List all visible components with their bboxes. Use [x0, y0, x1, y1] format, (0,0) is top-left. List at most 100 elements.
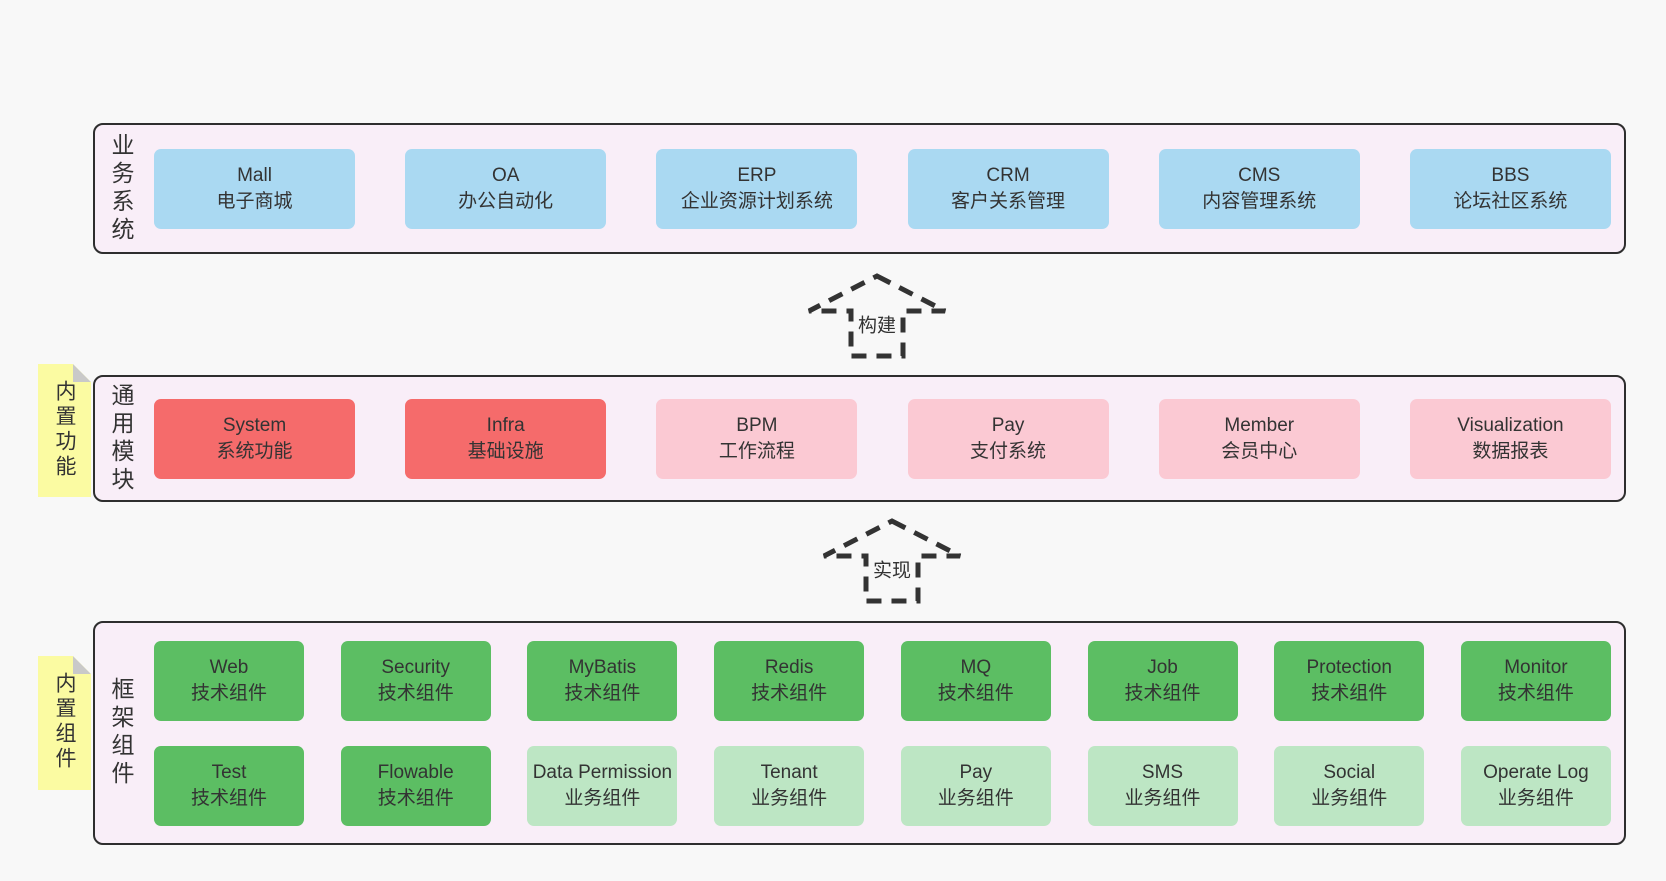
box-name: Mall: [237, 165, 272, 187]
box-flowable: Flowable 技术组件: [340, 745, 491, 826]
box-name: Social: [1323, 762, 1376, 784]
box-desc: 技术组件: [564, 682, 641, 704]
box-desc: 技术组件: [937, 682, 1014, 704]
box-security: Security 技术组件: [340, 640, 491, 721]
build-arrow: 构建: [806, 273, 948, 359]
box-mall: Mall 电子商城: [154, 148, 355, 229]
box-name: OA: [491, 165, 520, 187]
layer-title-common-modules: 通用模块: [108, 382, 134, 495]
box-desc: 论坛社区系统: [1453, 190, 1568, 212]
box-oa: OA 办公自动化: [405, 148, 607, 229]
box-name: Monitor: [1504, 657, 1568, 679]
box-name: Pay: [991, 415, 1025, 437]
box-desc: 技术组件: [1311, 682, 1388, 704]
box-name: Infra: [486, 415, 525, 437]
box-crm: CRM 客户关系管理: [907, 148, 1109, 229]
box-name: MyBatis: [568, 657, 637, 679]
folded-corner-icon: [73, 364, 91, 382]
box-protection: Protection 技术组件: [1274, 640, 1425, 721]
box-desc: 电子商城: [216, 190, 293, 212]
box-name: Pay: [959, 762, 993, 784]
box-name: Flowable: [377, 762, 454, 784]
sticky-note-built-in-components: 内置组件: [38, 656, 91, 790]
box-name: Web: [209, 657, 249, 679]
box-name: Data Permission: [532, 762, 673, 784]
box-desc: 会员中心: [1221, 440, 1298, 462]
implement-arrow: 实现: [821, 518, 963, 604]
box-infra: Infra 基础设施: [405, 398, 607, 479]
box-name: ERP: [737, 165, 777, 187]
box-desc: 业务组件: [937, 787, 1014, 809]
box-desc: 工作流程: [718, 440, 795, 462]
box-name: Job: [1147, 657, 1178, 679]
box-name: SMS: [1141, 762, 1184, 784]
box-name: Test: [211, 762, 247, 784]
layer-title-framework-components: 框架组件: [108, 677, 134, 789]
box-job: Job 技术组件: [1087, 640, 1238, 721]
box-desc: 技术组件: [1124, 682, 1201, 704]
box-grid: Mall 电子商城 OA 办公自动化 ERP 企业资源计划系统 CRM 客户关系管理 CMS 内容…: [154, 125, 1611, 252]
box-desc: 基础设施: [467, 440, 544, 462]
box-desc: 技术组件: [377, 787, 454, 809]
box-row: Test 技术组件 Flowable 技术组件 Data Permission 业务组件 T…: [154, 745, 1611, 826]
box-name: Visualization: [1457, 415, 1564, 437]
sticky-note-text: 内置组件: [53, 672, 76, 772]
box-name: CRM: [986, 165, 1030, 187]
box-cms: CMS 内容管理系统: [1158, 148, 1360, 229]
box-desc: 业务组件: [1124, 787, 1201, 809]
box-name: Operate Log: [1483, 762, 1589, 784]
box-desc: 技术组件: [190, 682, 267, 704]
dashed-up-arrow-icon: [807, 273, 947, 359]
box-bpm: BPM 工作流程: [656, 398, 858, 479]
sticky-note-text: 内置功能: [53, 380, 76, 480]
box-data-permission: Data Permission 业务组件: [527, 745, 678, 826]
box-test: Test 技术组件: [154, 745, 304, 826]
box-name: Redis: [764, 657, 814, 679]
box-desc: 业务组件: [564, 787, 641, 809]
box-name: CMS: [1238, 165, 1281, 187]
layer-title-business-systems: 业务系统: [108, 132, 134, 245]
box-system: System 系统功能: [154, 398, 355, 479]
box-monitor: Monitor 技术组件: [1460, 640, 1611, 721]
box-desc: 企业资源计划系统: [680, 190, 833, 212]
box-desc: 内容管理系统: [1202, 190, 1317, 212]
implement-arrow-label: 实现: [869, 555, 915, 583]
box-desc: 办公自动化: [458, 190, 554, 212]
box-desc: 客户关系管理: [951, 190, 1066, 212]
build-arrow-label: 构建: [854, 310, 900, 338]
folded-corner-icon: [73, 656, 91, 674]
box-name: Security: [381, 657, 451, 679]
box-desc: 技术组件: [1497, 682, 1574, 704]
box-desc: 技术组件: [377, 682, 454, 704]
sticky-note-built-in-features: 内置功能: [38, 364, 91, 497]
box-name: System: [222, 415, 287, 437]
box-desc: 系统功能: [216, 440, 293, 462]
box-desc: 技术组件: [190, 787, 267, 809]
box-name: Member: [1224, 415, 1295, 437]
box-web: Web 技术组件: [154, 640, 304, 721]
box-desc: 业务组件: [1311, 787, 1388, 809]
box-erp: ERP 企业资源计划系统: [656, 148, 858, 229]
layer-business-systems: 业务系统 Mall 电子商城 OA 办公自动化 ERP 企业资源计划系统 CRM 客户关系管理…: [93, 123, 1626, 254]
box-name: BPM: [736, 415, 778, 437]
box-social: Social 业务组件: [1274, 745, 1425, 826]
dashed-up-arrow-icon: [822, 518, 962, 604]
box-member: Member 会员中心: [1158, 398, 1360, 479]
box-name: Tenant: [760, 762, 818, 784]
box-pay: Pay 业务组件: [900, 745, 1051, 826]
layer-framework-components: 框架组件 Web 技术组件 Security 技术组件 MyBatis 技术组件 Redis…: [93, 621, 1626, 845]
box-name: Protection: [1306, 657, 1392, 679]
box-name: MQ: [960, 657, 992, 679]
box-row: Mall 电子商城 OA 办公自动化 ERP 企业资源计划系统 CRM 客户关系管理 CMS 内容…: [154, 148, 1611, 229]
